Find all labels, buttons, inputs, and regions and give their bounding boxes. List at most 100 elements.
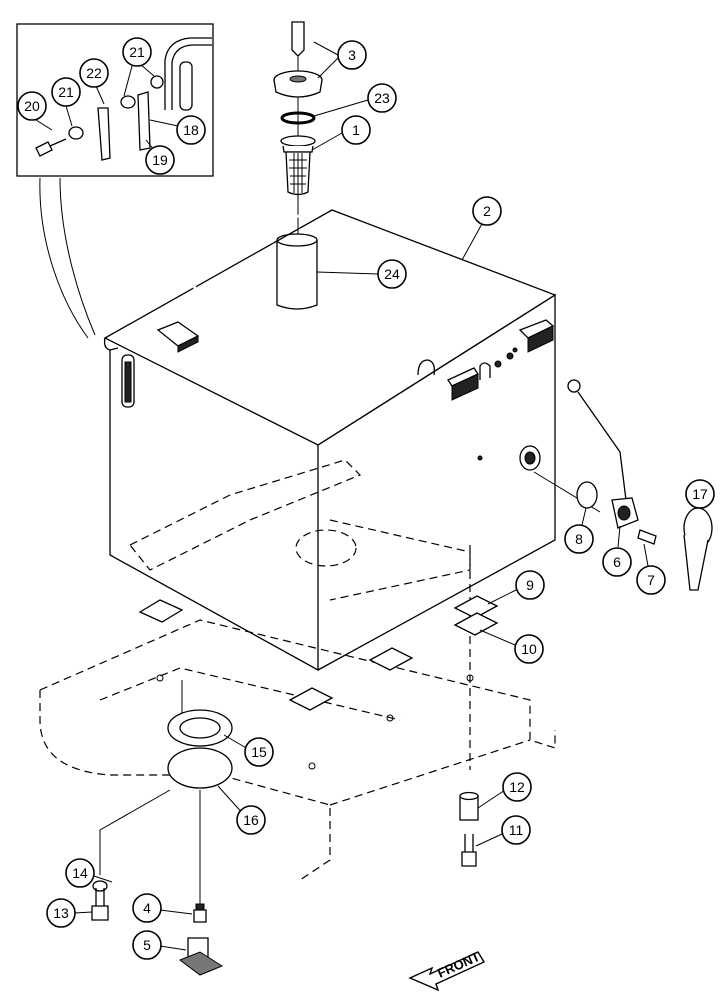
tank-small-hole	[477, 455, 483, 461]
tank-fitting-2	[506, 352, 514, 360]
tank-top-block-right-side	[527, 325, 554, 353]
tank-sight-glass	[124, 361, 132, 403]
callout-label: 7	[647, 572, 655, 588]
float-ball	[567, 379, 581, 393]
callout-label: 14	[72, 865, 88, 881]
leader-lines	[35, 41, 649, 951]
front-direction-arrow: FRONT	[408, 949, 486, 992]
callout-label: 19	[152, 152, 168, 168]
leader-10	[479, 629, 516, 646]
tank-left-face	[109, 350, 319, 672]
callout-label: 18	[183, 122, 199, 138]
drain-valve-5-handle	[178, 951, 224, 976]
filler-cap-lock	[289, 75, 307, 83]
spacer-12-top	[459, 791, 479, 801]
mount-pad-9	[453, 595, 499, 619]
tank-handle-inner	[188, 185, 380, 331]
callout-label: 22	[86, 65, 102, 81]
leader-3a	[313, 41, 339, 56]
callout-14: 14	[65, 858, 95, 888]
leader-24	[316, 271, 379, 275]
inset-sight-gauge	[179, 61, 193, 111]
leader-8	[581, 507, 587, 526]
leader-23	[313, 99, 369, 117]
callout-label: 5	[143, 937, 151, 953]
tank-right-face	[317, 293, 556, 671]
drain-assembly	[99, 680, 233, 905]
frame-left-curve	[39, 690, 220, 776]
gauge-sender-6-face	[617, 505, 631, 521]
callout-label: 10	[521, 641, 537, 657]
callout-label: 24	[384, 266, 400, 282]
gasket-8	[576, 481, 598, 509]
callout-label: 3	[348, 47, 356, 63]
callout-label: 6	[613, 554, 621, 570]
callout-label: 16	[243, 812, 259, 828]
tank-hook	[417, 359, 436, 376]
machine-frame	[39, 595, 556, 881]
tank-side-port-hole	[524, 451, 536, 465]
inset-bracket-22	[97, 107, 111, 161]
fill-tube-body	[276, 240, 318, 310]
callout-16: 16	[236, 805, 266, 835]
leader-15	[223, 734, 249, 750]
callout-label: 11	[509, 822, 524, 838]
filler-assembly	[273, 21, 323, 310]
callout-label: 15	[251, 744, 267, 760]
tank-hidden-frame	[129, 459, 362, 571]
strainer-collar	[282, 145, 314, 153]
leader-7	[643, 543, 649, 567]
frame-top-edge	[39, 619, 556, 749]
cover-16	[167, 747, 233, 789]
callout-5: 5	[132, 930, 162, 960]
bolt-13-leader	[99, 789, 171, 875]
callout-label: 23	[374, 90, 390, 106]
hydraulic-tank	[103, 185, 557, 770]
tank-bracket	[479, 362, 491, 380]
leader-6	[617, 525, 621, 548]
washer-14	[92, 880, 108, 892]
leader-21b-2	[139, 63, 155, 77]
tank-hidden-rail	[329, 519, 471, 601]
tank-left-edge-round	[103, 337, 119, 351]
mount-pad-2	[288, 687, 334, 711]
callout-label: 9	[526, 577, 534, 593]
frame-hole-2	[386, 714, 394, 722]
frame-inner-line	[99, 667, 401, 721]
inset-washer-21b	[120, 95, 136, 109]
callout-label: 4	[143, 900, 151, 916]
callout-label: 21	[129, 44, 145, 60]
detail-inset-frame	[16, 23, 214, 177]
inset-bolt-head-20	[35, 141, 53, 157]
leader-21a	[65, 105, 73, 127]
callout-label: 13	[53, 905, 69, 921]
callout-9: 9	[515, 570, 545, 600]
float-rod	[577, 391, 627, 501]
callout-4: 4	[132, 893, 162, 923]
filler-cap-skirt	[273, 79, 323, 98]
inset-tank-corner	[164, 37, 212, 110]
tank-fitting-1	[494, 360, 502, 368]
callout-label: 20	[24, 98, 40, 114]
bolt-13-shank	[95, 888, 105, 906]
callout-24: 24	[377, 259, 407, 289]
frame-hole-4	[466, 674, 474, 682]
tank-fitting-3	[512, 347, 518, 353]
leader-20	[35, 119, 53, 131]
callout-22: 22	[79, 58, 109, 88]
mount-pad-10	[453, 612, 499, 636]
bolt-13-head	[91, 905, 109, 921]
callout-17: 17	[685, 479, 715, 509]
callout-8: 8	[564, 524, 594, 554]
leader-21b-1	[123, 65, 133, 97]
screw-7	[637, 529, 657, 545]
callout-label: 21	[58, 84, 74, 100]
detail-inset	[16, 23, 214, 339]
callout-21a: 21	[51, 77, 81, 107]
callout-18: 18	[176, 115, 206, 145]
fill-tube-top	[276, 233, 318, 247]
inset-washer-21c	[150, 75, 164, 89]
callout-11: 11	[501, 815, 531, 845]
callout-label: 1	[352, 122, 360, 138]
